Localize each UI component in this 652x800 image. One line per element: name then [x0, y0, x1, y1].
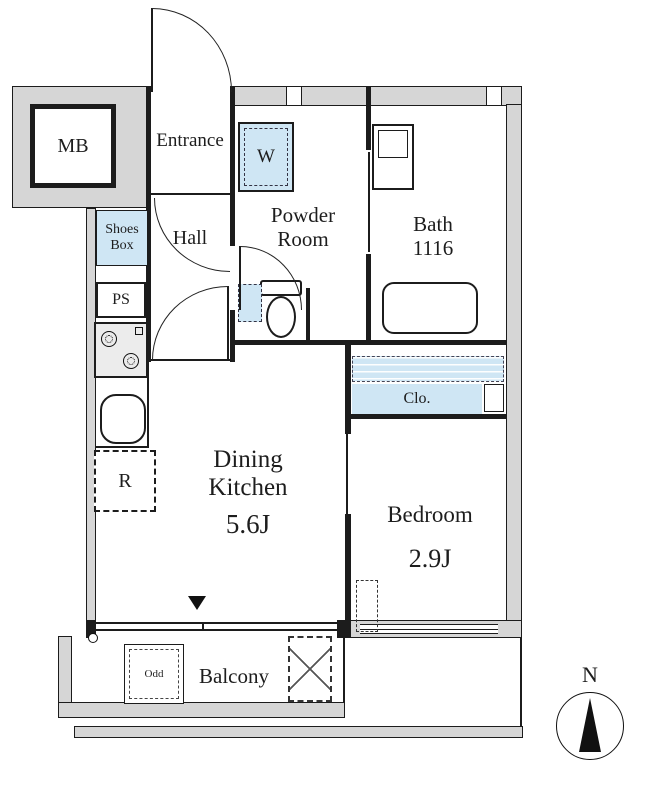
- entrance-label: Entrance: [148, 128, 232, 154]
- dk-window-line: [96, 629, 337, 631]
- dining-kitchen-label-text: Dining: [213, 446, 283, 473]
- closet-shelf: [352, 356, 504, 382]
- washer-label: W: [257, 146, 275, 167]
- compass-needle-icon: [579, 698, 601, 752]
- entrance-step-line: [151, 193, 230, 195]
- dk-window-stile: [202, 622, 204, 631]
- bath-size-text: 1116: [412, 236, 454, 260]
- wall-entrance-left: [146, 86, 151, 362]
- hall-label-text: Hall: [172, 226, 208, 249]
- wall-stub-balcony-right: [337, 620, 345, 638]
- dining-kitchen-size: 5.6J: [178, 508, 318, 540]
- bedroom-label: Bedroom: [358, 500, 502, 530]
- balcony-hatched-box: [288, 636, 332, 702]
- closet-end-column: [484, 384, 504, 412]
- washing-machine-inner: W: [244, 128, 288, 186]
- stove: [94, 322, 148, 378]
- vanity-unit: [372, 124, 414, 190]
- shoes-box-label: Shoes: [105, 222, 139, 238]
- wall-hall-powder-upper: [230, 86, 235, 246]
- wall-hall-powder-lower: [230, 310, 235, 362]
- balcony-wall-bottom: [58, 702, 345, 718]
- balcony-label: Balcony: [188, 662, 280, 692]
- bedroom-size-text: 2.9J: [408, 544, 452, 574]
- hall-dk-door-arc: [152, 286, 228, 360]
- wall-dk-bedroom-lower: [345, 514, 351, 638]
- outdoor-unit: Odd: [124, 644, 184, 704]
- wall-dk-bedroom-upper: [345, 340, 351, 434]
- pipe-space: PS: [96, 282, 146, 318]
- washing-machine-pan: W: [238, 122, 294, 192]
- refrigerator-space: R: [94, 450, 156, 512]
- compass-north-text: N: [582, 661, 598, 687]
- bath-label: Bath 1116: [392, 208, 474, 266]
- compass-north-label: N: [570, 662, 610, 688]
- dining-kitchen-size-text: 5.6J: [225, 508, 271, 539]
- wall-top: [232, 86, 522, 106]
- kitchen-sink: [100, 394, 146, 444]
- shoes-box-label: Box: [110, 238, 134, 253]
- wall-powder-bath-lower: [366, 254, 371, 344]
- wall-closet-bottom: [345, 414, 506, 419]
- refrigerator-label: R: [118, 469, 132, 492]
- entrance-label-text: Entrance: [156, 130, 224, 152]
- wall-powder-bath-upper: [366, 86, 371, 150]
- kitchen-counter-edge: [147, 362, 149, 448]
- dining-kitchen-label: Dining Kitchen: [178, 444, 318, 504]
- building-lower-strip: [74, 726, 523, 738]
- bedroom-label-text: Bedroom: [387, 502, 473, 528]
- wall-powder-bath-bottom: [232, 340, 506, 345]
- door-direction-marker-icon: [188, 596, 206, 610]
- kitchen-counter-bottom: [96, 446, 148, 448]
- hall-label: Hall: [158, 224, 222, 252]
- pipe-space-label: PS: [112, 291, 130, 309]
- powder-room-label-text: Room: [277, 227, 329, 251]
- meter-box-label: MB: [57, 134, 89, 157]
- bedroom-size: 2.9J: [358, 542, 502, 576]
- dk-window-line: [96, 622, 337, 624]
- wall-left: [86, 208, 96, 638]
- wall-joint-notch: [486, 87, 502, 105]
- powder-room-label: Powder Room: [242, 200, 364, 256]
- balcony-label-text: Balcony: [199, 664, 269, 689]
- meter-box: MB: [30, 104, 116, 188]
- shoes-box: Shoes Box: [96, 210, 148, 266]
- balcony-edge-right: [343, 636, 345, 702]
- vanity-basin: [378, 130, 408, 158]
- stove-grate-icon: [135, 327, 143, 335]
- wall-toilet-divider: [306, 288, 310, 342]
- bathtub: [382, 282, 478, 334]
- dining-kitchen-label-text: Kitchen: [208, 474, 288, 501]
- stove-burner-icon: [101, 331, 117, 347]
- wall-stub-balcony-left: [86, 620, 96, 638]
- bath-door-leaf: [368, 152, 370, 252]
- wall-right: [506, 104, 522, 638]
- bedroom-window: [360, 624, 498, 634]
- outdoor-unit-inner: [129, 649, 179, 699]
- outdoor-unit-label: Odd: [144, 667, 164, 680]
- stove-burner-icon: [123, 353, 139, 369]
- bedroom-dashed-area: [356, 580, 378, 632]
- closet-label: Clo.: [403, 390, 431, 408]
- powder-room-label-text: Powder: [270, 203, 336, 228]
- closet-band: Clo.: [352, 384, 482, 414]
- wall-joint-notch: [286, 87, 302, 105]
- hall-dk-door-leaf: [227, 286, 229, 360]
- compass: [556, 692, 624, 760]
- balcony-drain: [88, 633, 98, 643]
- entrance-door-arc: [152, 8, 232, 92]
- sliding-door-dk-bedroom: [346, 432, 348, 514]
- bath-label-text: Bath: [413, 212, 453, 237]
- building-edge-right: [520, 638, 522, 726]
